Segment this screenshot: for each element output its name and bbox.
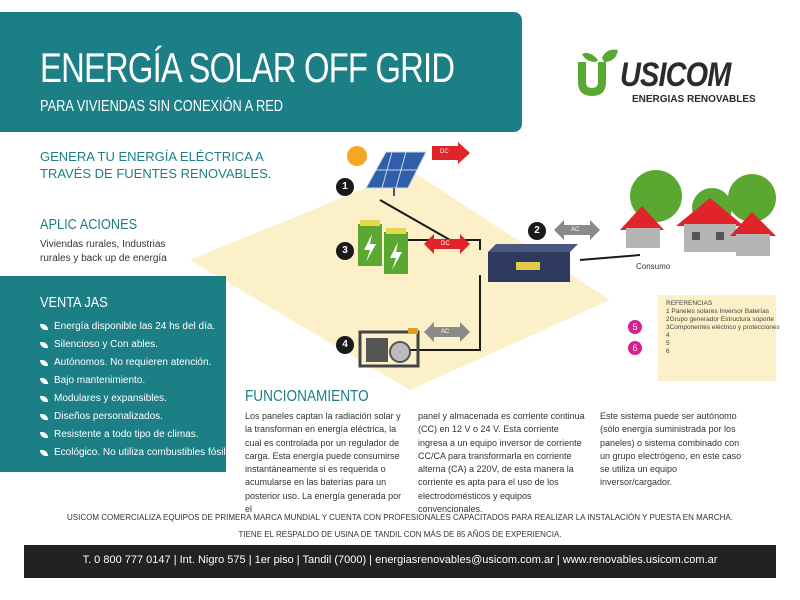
leaf-icon [40,450,48,456]
arrow-label: DC [441,241,450,247]
diagram-number: 1 [336,178,354,196]
inverter-icon [488,244,578,282]
referencias-line: 3Componentes eléctrico y protecciones [666,324,780,331]
usicom-logo-icon [578,49,618,96]
ventajas-panel [0,276,226,472]
logo-name: USICOM [620,56,731,94]
funcionamiento-col3: Este sistema puede ser autónomo (sólo en… [600,411,742,488]
houses-icon [620,170,776,256]
list-item: Bajo mantenimiento. [40,372,239,390]
leaf-icon [40,432,48,438]
header-banner [0,12,522,132]
list-item: Energía disponible las 24 hs del día. [40,318,239,336]
footer-line1: USICOM COMERCIALIZA EQUIPOS DE PRIMERA M… [67,513,733,522]
ac-double-arrow-icon [554,220,600,240]
battery-icon [358,220,408,274]
funcionamiento-col2: panel y almacenada es corriente continua… [418,411,585,515]
diagram-number: 3 [336,242,354,260]
dc-double-arrow-icon [424,234,470,254]
referencias-title: REFERENCIAS [666,300,713,307]
pin-marker: 6 [628,341,642,355]
list-item: Modulares y expansibles. [40,390,239,408]
list-item: Silencioso y Con ables. [40,336,239,354]
funcionamiento-col1: Los paneles captan la radiación solar y … [245,411,402,515]
list-item: Resistente a todo tipo de climas. [40,426,239,444]
list-item: Autónomos. No requieren atención. [40,354,239,372]
referencias-line: 4 [666,332,670,339]
leaf-icon [40,360,48,366]
leaf-icon [40,342,48,348]
list-item: Diseños personalizados. [40,408,239,426]
leaf-icon [40,414,48,420]
page-title: ENERGÍA SOLAR OFF GRID [40,44,455,91]
dc-arrow-icon [432,142,470,164]
arrow-label: AC [441,329,450,335]
referencias-line: 5 [666,340,670,347]
page-subtitle: PARA VIVIENDAS SIN CONEXIÓN A RED [40,98,284,115]
diagram-number: 4 [336,336,354,354]
leaf-icon [40,378,48,384]
arrow-label: AC [571,227,580,233]
contact-info: T. 0 800 777 0147 | Int. Nigro 575 | 1er… [82,554,718,566]
footer-line2: TIENE EL RESPALDO DE USINA DE TANDIL CON… [238,530,562,539]
list-item: Ecológico. No utiliza combustibles fósil… [40,444,239,462]
consumo-label: Consumo [636,262,671,271]
leaf-icon [40,324,48,330]
funcionamiento-title: FUNCIONAMIENTO [245,388,369,405]
generator-icon [358,328,420,368]
aplicaciones-title: APLIC ACIONES [40,216,138,233]
referencias-line: 1 Paneles solares Inversor Baterías [666,308,769,315]
solar-panel-icon [365,151,427,196]
ventajas-title: VENTA JAS [40,294,108,311]
aplicaciones-text: Viviendas rurales, Industrias rurales y … [40,239,167,264]
intro-text: GENERA TU ENERGÍA ELÉCTRICA A TRAVÉS DE … [40,149,272,181]
ventajas-list: Energía disponible las 24 hs del día. Si… [40,318,239,462]
sun-icon [347,146,367,166]
ground-platform [190,170,610,390]
contact-bar [24,545,776,578]
pin-marker: 5 [628,320,642,334]
ac-double-arrow-icon [424,322,470,342]
referencias-line: 6 [666,348,670,355]
diagram-number: 2 [528,222,546,240]
logo-tagline: ENERGIAS RENOVABLES [632,94,756,105]
arrow-label: DC [440,149,449,155]
referencias-line: 2Grupo generador Estructura soporte [666,316,775,323]
leaf-icon [40,396,48,402]
referencias-box: REFERENCIAS 1 Paneles solares Inversor B… [658,295,780,381]
